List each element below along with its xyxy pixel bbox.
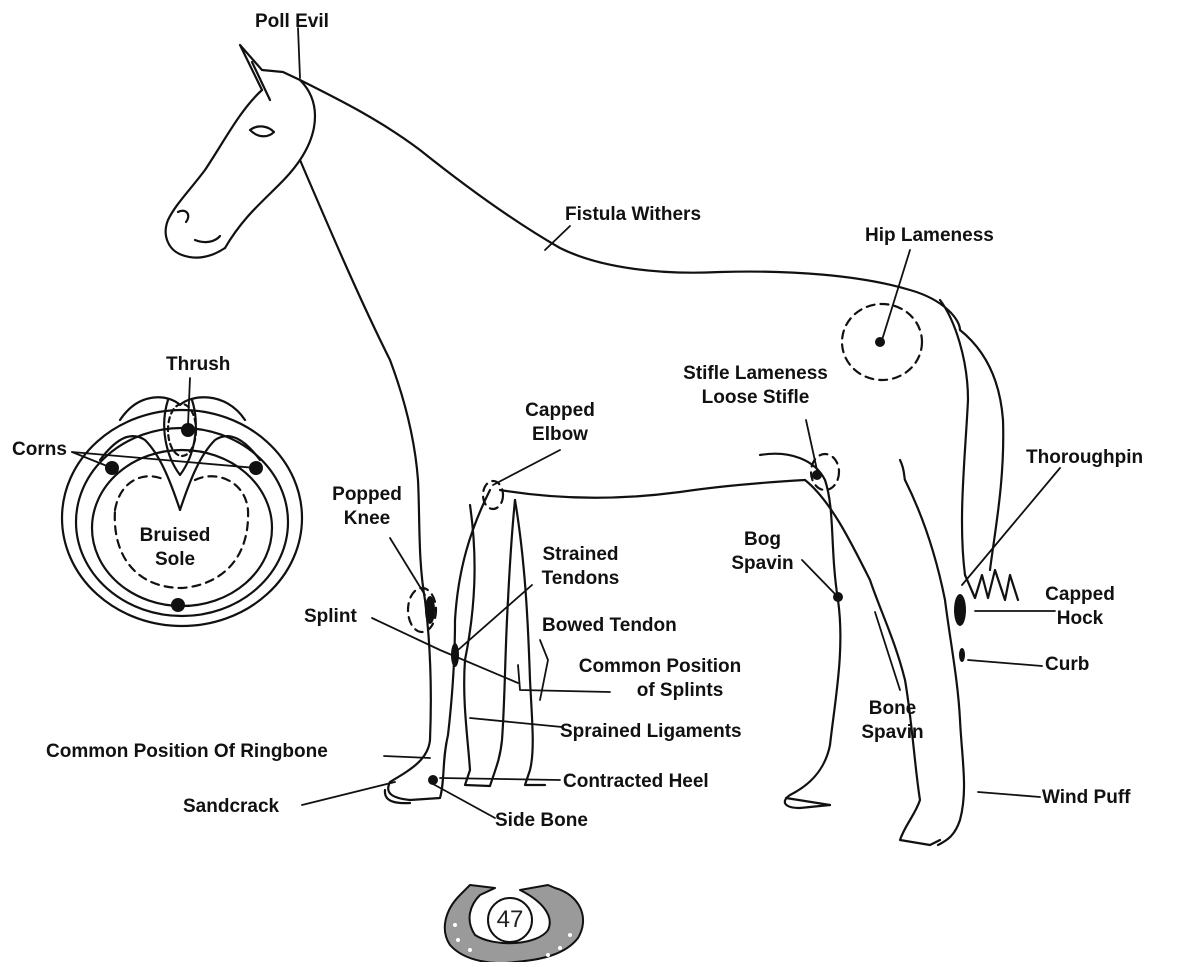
label-common-position-splints: Common Position of Splints — [560, 655, 760, 703]
label-corns: Corns — [12, 438, 67, 462]
label-curb: Curb — [1045, 653, 1089, 677]
label-bowed-tendon: Bowed Tendon — [542, 614, 677, 638]
label-bog-spavin: Bog Spavin — [725, 528, 800, 576]
label-capped-hock-line2: Hock — [1030, 607, 1130, 631]
label-bone-spavin-line1: Bone — [850, 697, 935, 721]
label-hip-lameness: Hip Lameness — [865, 224, 994, 248]
label-strained-tendons-line1: Strained — [528, 543, 633, 567]
label-strained-tendons: Strained Tendons — [528, 543, 633, 591]
label-bruised-sole-line2: Sole — [130, 548, 220, 572]
label-bone-spavin-line2: Spavin — [850, 721, 935, 745]
label-thrush: Thrush — [166, 353, 230, 377]
label-popped-knee-line2: Knee — [322, 507, 412, 531]
label-bone-spavin: Bone Spavin — [850, 697, 935, 745]
label-splint: Splint — [304, 605, 357, 629]
label-bruised-sole-line1: Bruised — [130, 524, 220, 548]
label-capped-hock: Capped Hock — [1030, 583, 1130, 631]
label-capped-elbow-line1: Capped — [515, 399, 605, 423]
label-common-position-splints-line2: of Splints — [560, 679, 760, 703]
label-sprained-ligaments: Sprained Ligaments — [560, 720, 742, 744]
label-poll-evil: Poll Evil — [255, 10, 329, 34]
label-capped-hock-line1: Capped — [1030, 583, 1130, 607]
label-side-bone: Side Bone — [495, 809, 588, 833]
page-number: 47 — [488, 906, 532, 934]
label-fistula-withers: Fistula Withers — [565, 203, 701, 227]
label-contracted-heel: Contracted Heel — [563, 770, 709, 794]
dashed-regions — [408, 304, 922, 632]
label-thoroughpin: Thoroughpin — [1026, 446, 1143, 470]
label-popped-knee-line1: Popped — [322, 483, 412, 507]
label-capped-elbow: Capped Elbow — [515, 399, 605, 447]
label-wind-puff: Wind Puff — [1042, 786, 1130, 810]
label-bog-spavin-line2: Spavin — [725, 552, 800, 576]
label-sandcrack: Sandcrack — [183, 795, 279, 819]
label-popped-knee: Popped Knee — [322, 483, 412, 531]
label-strained-tendons-line2: Tendons — [528, 567, 633, 591]
label-capped-elbow-line2: Elbow — [515, 423, 605, 447]
label-stifle-line1: Stifle Lameness — [668, 362, 843, 386]
label-bruised-sole: Bruised Sole — [130, 524, 220, 572]
label-common-position-ringbone: Common Position Of Ringbone — [46, 740, 328, 764]
label-common-position-splints-line1: Common Position — [560, 655, 760, 679]
label-bog-spavin-line1: Bog — [725, 528, 800, 552]
label-stifle: Stifle Lameness Loose Stifle — [668, 362, 843, 410]
label-stifle-line2: Loose Stifle — [668, 386, 843, 410]
